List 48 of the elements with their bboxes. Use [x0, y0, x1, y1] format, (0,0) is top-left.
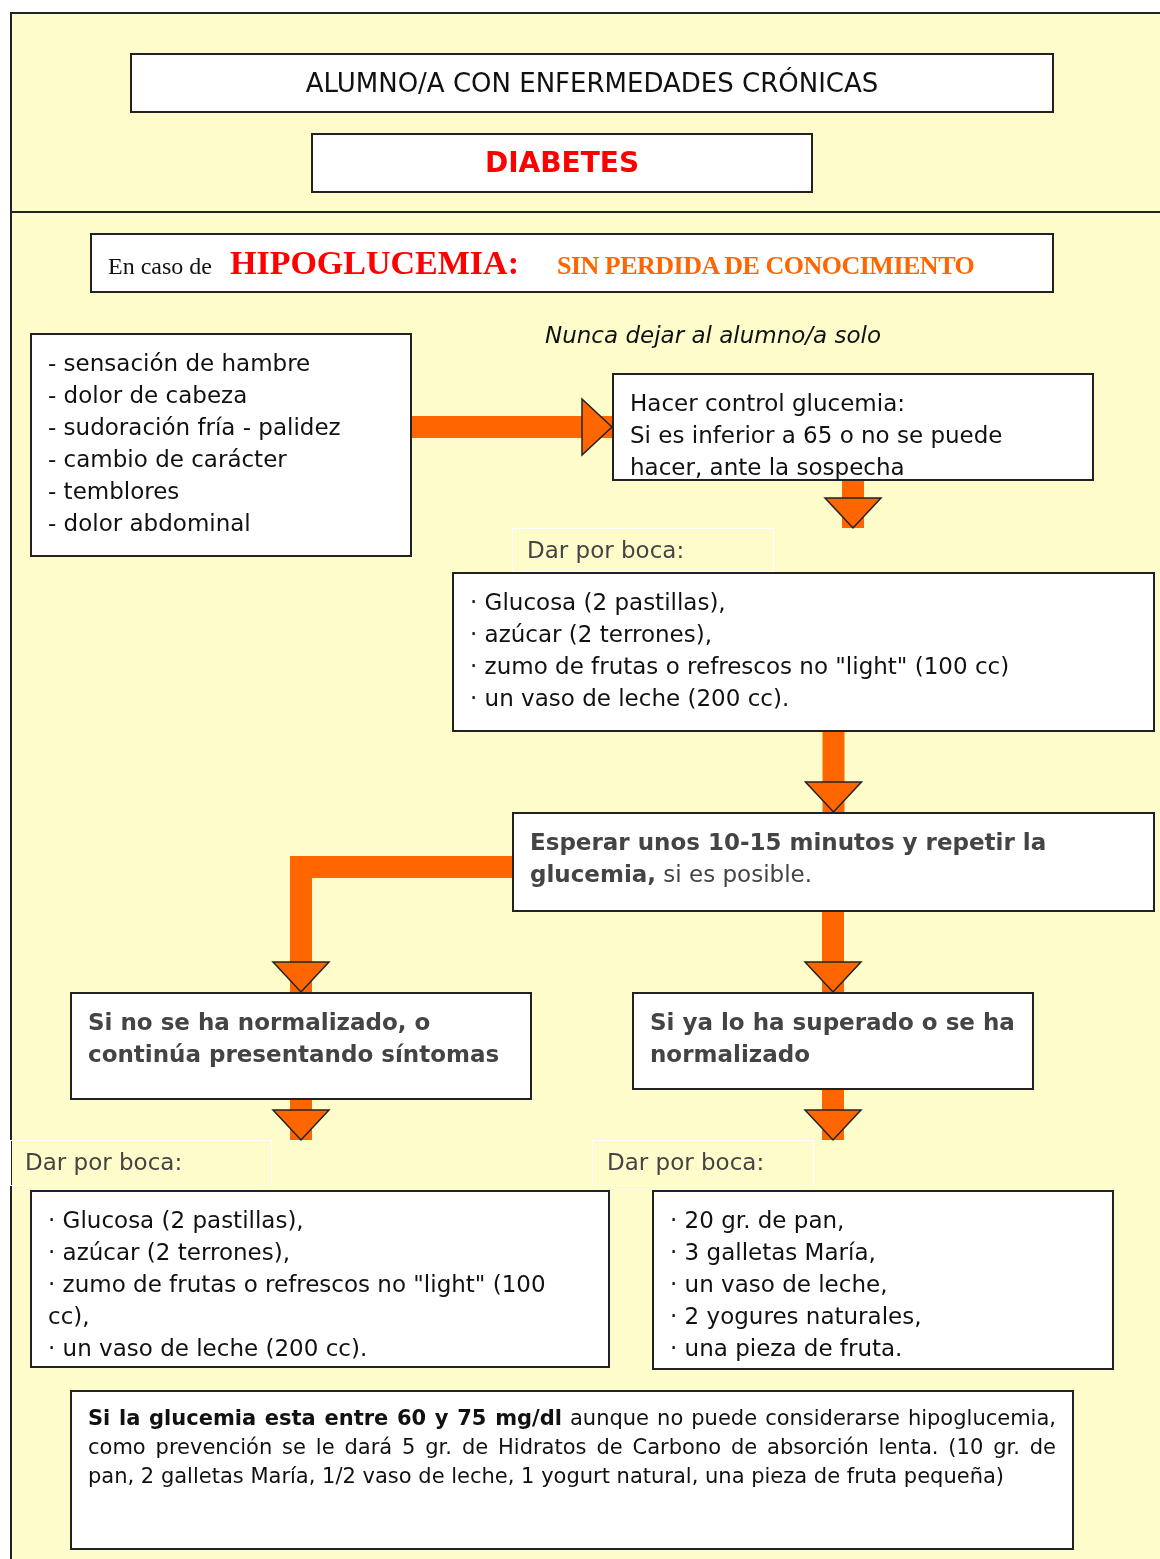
paragraph-text: Si la glucemia esta entre 60 y 75 mg/dl aunque no puede considerarse hipoglucemia, como prevención se le dará 5 gr. de Hidratos de Carbono de absorción lenta. (10 gr. de pan, 2 galletas María, 1/2 vaso de leche, 1 yogurt natural, una pieza de fruta pequeña)	[88, 1405, 1056, 1490]
list-item-text: · un vaso de leche (200 cc).	[48, 1334, 369, 1363]
block-arrow	[412, 398, 613, 456]
list-item-text: - sudoración fría - palidez	[48, 413, 342, 442]
paragraph-text: Si no se ha normalizado, o continúa presentando síntomas	[88, 1008, 501, 1069]
paragraph-text: Si ya lo ha superado o se ha normalizado	[650, 1008, 1016, 1069]
title-box: ALUMNO/A CON ENFERMEDADES CRÓNICAS	[130, 53, 1054, 113]
block-arrow	[824, 481, 882, 529]
text-box	[30, 333, 412, 557]
list-item-text: · un vaso de leche,	[670, 1270, 889, 1299]
heading-text: SIN PERDIDA DE CONOCIMIENTO	[556, 251, 975, 280]
list-item-text: · azúcar (2 terrones),	[470, 620, 714, 649]
list-item-text: · 20 gr. de pan,	[670, 1206, 846, 1235]
heading-label: Dar por boca:	[592, 1140, 814, 1186]
list-item-text: Hacer control glucemia:	[630, 389, 906, 418]
list-item-text: Si es inferior a 65 o no se puede hacer, ante la sospecha	[630, 421, 1004, 482]
block-arrow	[804, 732, 863, 813]
process-box	[512, 812, 1155, 912]
list-item-text: · zumo de frutas o refrescos no "light" (100 cc)	[470, 652, 1011, 681]
list-item-text: · zumo de frutas o refrescos no "light" (100 cc),	[48, 1270, 547, 1331]
note-text: Nunca dejar al alumno/a solo	[545, 322, 881, 348]
block-arrow	[272, 1100, 330, 1141]
list-item-text: · una pieza de fruta.	[670, 1334, 904, 1363]
block-arrow	[804, 912, 862, 993]
heading-label: Dar por boca:	[512, 528, 774, 572]
block-arrow	[804, 1090, 862, 1141]
list-item-text: · 2 yogures naturales,	[670, 1302, 923, 1331]
list-item-text: · Glucosa (2 pastillas),	[470, 588, 727, 617]
banner-box	[90, 233, 1054, 293]
decision-box	[70, 992, 532, 1100]
list-item-text: · 3 galletas María,	[670, 1238, 877, 1267]
list-item-text: - sensación de hambre	[48, 349, 312, 378]
heading-text: HIPOGLUCEMIA:	[229, 244, 519, 281]
list-item-text: - temblores	[48, 477, 181, 506]
list-item-text: · azúcar (2 terrones),	[48, 1238, 292, 1267]
note-box	[70, 1390, 1074, 1550]
list-item-text: - cambio de carácter	[48, 445, 288, 474]
decision-box	[632, 992, 1034, 1090]
heading-text: En caso de	[108, 253, 212, 279]
list-item-text: · un vaso de leche (200 cc).	[470, 684, 791, 713]
title-box: DIABETES	[311, 133, 813, 193]
text-box	[612, 373, 1094, 481]
list-item-text: - dolor de cabeza	[48, 381, 249, 410]
list-item-text: · Glucosa (2 pastillas),	[48, 1206, 305, 1235]
heading-label: Dar por boca:	[10, 1140, 272, 1186]
paragraph-text: Esperar unos 10-15 minutos y repetir la glucemia, si es posible.	[530, 828, 1048, 889]
block-arrow	[272, 856, 512, 993]
list-item-text: - dolor abdominal	[48, 509, 252, 538]
